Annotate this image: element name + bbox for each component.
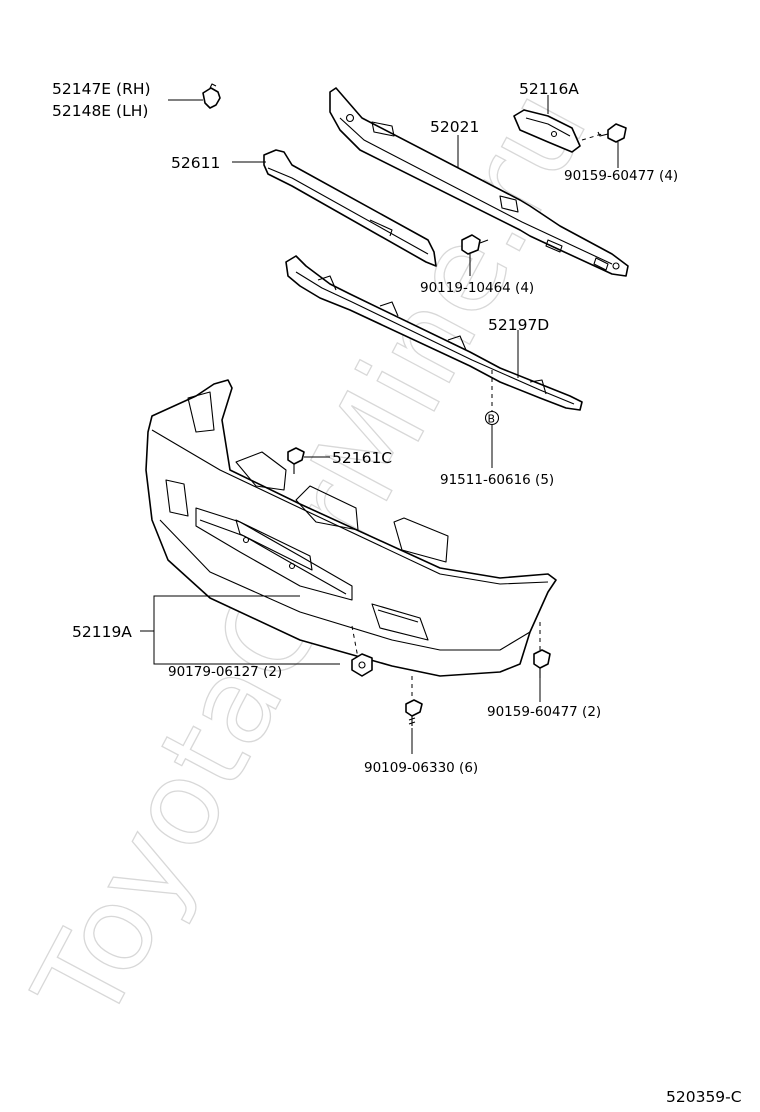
label-52147e-rh: 52147E (RH) [52,80,151,98]
bolt-90109 [405,699,423,726]
label-90119: 90119-10464 (4) [420,280,534,296]
part-52197d-retainer [285,255,583,411]
part-52119a-bumper-cover [145,379,557,677]
bolt-90119 [461,234,489,255]
part-52021-reinforcement [329,87,629,277]
part-52147e-clip [202,83,221,109]
part-52611-absorber [263,149,437,267]
label-52611: 52611 [171,154,220,172]
label-52148e-lh: 52148E (LH) [52,102,148,120]
label-52021: 52021 [430,118,479,136]
clip-52161c [287,447,305,474]
nut-90179 [351,653,373,677]
label-52197d: 52197D [488,316,549,334]
label-52161c: 52161C [332,449,392,467]
label-52119a: 52119A [72,623,132,641]
callout-b: B [484,410,500,426]
dashed-90179 [351,625,359,659]
bolt-90159-bottom [533,649,551,678]
dashed-52116a-bolt [581,133,603,141]
label-90159-top: 90159-60477 (4) [564,168,678,184]
label-91511: 91511-60616 (5) [440,472,554,488]
label-90109: 90109-06330 (6) [364,760,478,776]
bolt-90159-top [597,123,627,143]
label-90179: 90179-06127 (2) [168,664,282,680]
label-52116a: 52116A [519,80,579,98]
part-52116a-bracket [513,109,581,153]
svg-text:B: B [488,413,496,426]
label-90159-bottom: 90159-60477 (2) [487,704,601,720]
leader-52119a-bracket [140,595,340,665]
diagram-code: 520359-C [666,1088,742,1106]
